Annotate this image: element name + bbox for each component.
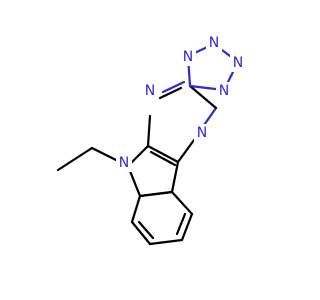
atom-n-pyrazine-left: N: [142, 82, 158, 100]
atom-n-tetrazole-topright: N: [206, 34, 222, 52]
bond-ethyl-to-n: [90, 146, 118, 162]
atom-label: N: [219, 83, 229, 99]
bond-ethyl-terminal: [56, 146, 94, 172]
atom-label: N: [209, 35, 219, 51]
bond-pyr-5-inner: [158, 86, 183, 100]
atom-n-tetrazole-right: N: [230, 54, 246, 72]
bond-benz-4-inner: [175, 212, 187, 236]
bond-c2-c3: [146, 144, 180, 164]
atom-n-tetrazole-top: N: [180, 48, 196, 66]
bond-c2-c3-inner: [149, 150, 177, 167]
bond-pyr-3: [176, 138, 196, 164]
bond-c3-c3a: [170, 160, 180, 194]
bond-pyr-2: [161, 80, 186, 94]
atom-n-pyrazine-bottom: N: [194, 124, 210, 142]
bond-pyr-1: [146, 114, 152, 148]
bond-benz-6: [138, 190, 174, 198]
molecule-canvas: N N N N N N N: [56, 34, 246, 246]
atom-n-tetrazole-bridge: N: [216, 82, 232, 100]
bond-pyr-5: [188, 84, 218, 110]
bond-benz-2: [130, 220, 152, 246]
atom-n-indole: N: [116, 154, 132, 172]
bond-benz-2-inner: [137, 220, 155, 240]
atom-label: N: [145, 83, 155, 99]
bond-benz-1: [130, 194, 142, 224]
atom-label: N: [119, 155, 129, 171]
bond-benz-3: [148, 238, 184, 246]
bond-benz-4: [180, 212, 194, 242]
atom-label: N: [233, 55, 243, 71]
atom-label: N: [183, 49, 193, 65]
molecule-structure: N N N N N N N: [56, 34, 246, 246]
atom-label: N: [197, 125, 207, 141]
bond-benz-5: [170, 190, 194, 216]
